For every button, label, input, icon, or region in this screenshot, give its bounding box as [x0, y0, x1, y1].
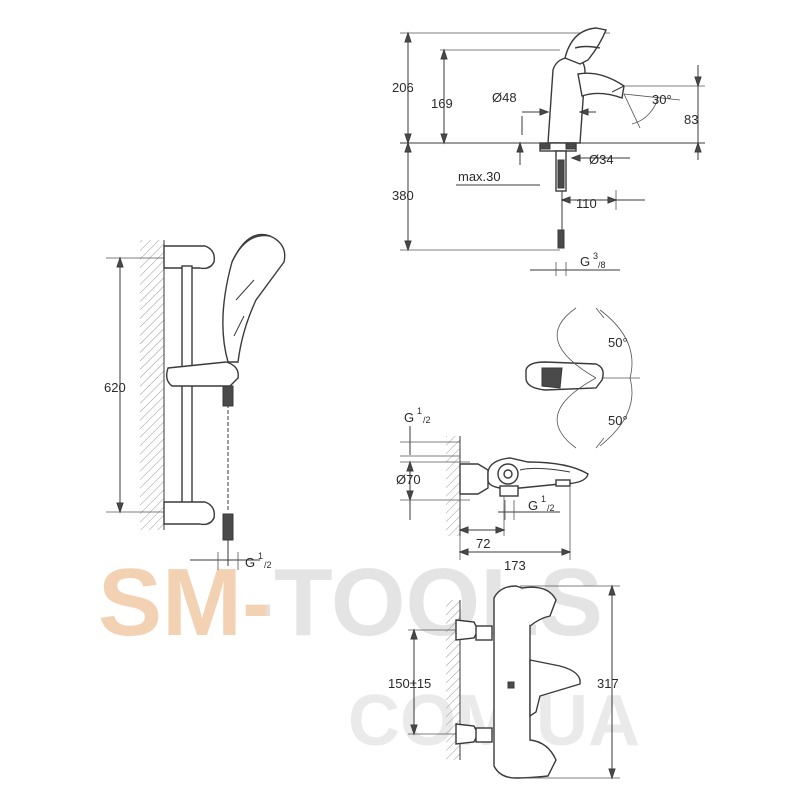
dim-30-deg: 30° — [652, 92, 672, 107]
dim-max-30: max.30 — [458, 169, 501, 184]
dim-d34: Ø34 — [589, 152, 614, 167]
dim-206: 206 — [392, 80, 414, 95]
dim-g12-spout-den: /2 — [547, 503, 555, 513]
dim-g12-spout-num: 1 — [541, 494, 546, 504]
dim-g12-bath-den: /2 — [423, 415, 431, 425]
dim-317: 317 — [597, 676, 619, 691]
dim-g12-shower-den: /2 — [264, 560, 272, 570]
dim-g38: G — [580, 254, 590, 269]
dim-g12-shower: G — [245, 555, 255, 570]
basin-mixer-drawing: 206 169 Ø48 30° 83 max.30 Ø34 380 110 G … — [392, 27, 705, 276]
dim-380: 380 — [392, 188, 414, 203]
dim-d48: Ø48 — [492, 90, 517, 105]
dim-169: 169 — [431, 96, 453, 111]
dim-g38-den: /8 — [598, 260, 606, 270]
dim-72: 72 — [476, 536, 490, 551]
watermark: SM-TOOLS COM.UA — [98, 549, 640, 761]
dim-g12-shower-num: 1 — [258, 551, 263, 561]
dim-173: 173 — [504, 558, 526, 573]
dim-d70: Ø70 — [396, 472, 421, 487]
dim-150: 150±15 — [388, 676, 431, 691]
shower-rail-drawing: 620 G 1 /2 — [104, 233, 286, 570]
dim-620: 620 — [104, 380, 126, 395]
dim-g12-bath: G — [404, 410, 414, 425]
dim-50-deg-bottom: 50° — [608, 413, 628, 428]
dim-g12-bath-num: 1 — [417, 406, 422, 416]
thermostat-drawing: 150±15 317 — [388, 584, 620, 780]
dim-110: 110 — [576, 196, 597, 211]
dim-50-deg-top: 50° — [608, 335, 628, 350]
lever-rotation-drawing: 50° 50° — [525, 307, 640, 449]
bath-spout-drawing: G 1 /2 Ø70 G 1 /2 72 173 — [396, 406, 589, 573]
dim-83: 83 — [684, 112, 698, 127]
dim-g12-spout: G — [528, 498, 538, 513]
dim-g38-num: 3 — [593, 251, 598, 261]
